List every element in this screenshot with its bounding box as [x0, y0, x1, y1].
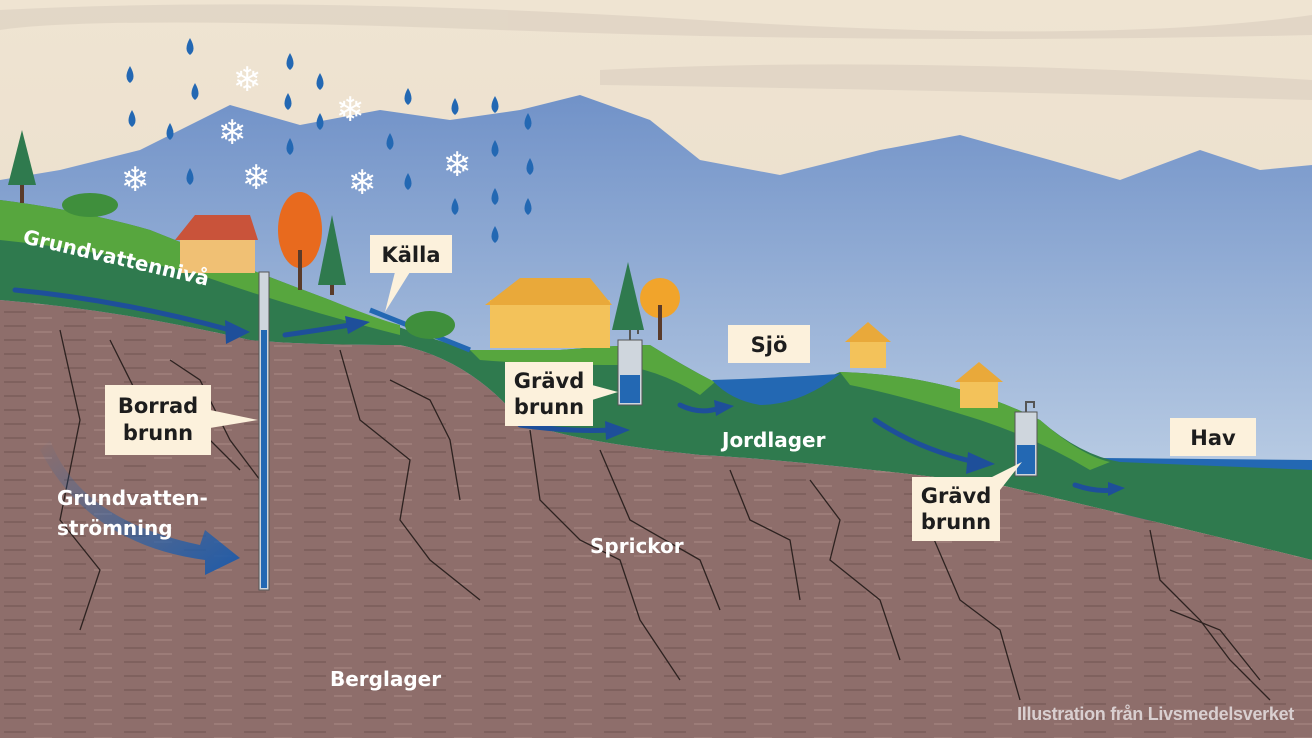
soil-layer: [0, 200, 1312, 560]
credit-text: Illustration från Livsmedelsverket: [1017, 704, 1294, 724]
label-gravd-1-text-2: brunn: [514, 395, 584, 419]
raindrop-icon: [404, 88, 412, 105]
dug-well-2: [1014, 401, 1038, 477]
snowflake-icon: ❄: [218, 113, 247, 153]
raindrop-icon: [386, 133, 394, 150]
bedrock: [0, 300, 1312, 738]
raindrop-icon: [186, 38, 194, 55]
label-borrad-brunn: Borrad brunn: [105, 385, 258, 455]
label-kalla: Källa: [370, 235, 452, 312]
label-berglager: Berglager: [330, 667, 441, 691]
grass-surface: [840, 372, 1110, 470]
label-hav: Hav: [1170, 418, 1256, 456]
label-gravd-brunn-1: Grävd brunn: [505, 362, 618, 426]
flow-arrows: [12, 287, 1115, 493]
label-borrad-text-2: brunn: [123, 421, 193, 445]
raindrop-icon: [166, 123, 174, 140]
lake: [712, 374, 840, 405]
raindrop-icon: [191, 83, 199, 100]
raindrop-icon: [316, 73, 324, 90]
precipitation: ❄ ❄ ❄ ❄ ❄ ❄ ❄: [121, 38, 534, 243]
raindrop-icon: [491, 188, 499, 205]
label-gravd-2-text-2: brunn: [921, 510, 991, 534]
drilled-well: [258, 271, 270, 591]
snowflake-icon: ❄: [233, 60, 262, 100]
raindrop-icon: [491, 226, 499, 243]
cracks: [59, 329, 1271, 701]
snowflake-icon: ❄: [348, 163, 377, 203]
raindrop-icon: [316, 113, 324, 130]
raindrop-icon: [286, 53, 294, 70]
snowflake-icon: ❄: [242, 158, 271, 198]
raindrop-icon: [451, 198, 459, 215]
label-sprickor: Sprickor: [590, 534, 684, 558]
raindrop-icon: [186, 168, 194, 185]
dug-well-1: [617, 327, 643, 406]
cloud-stripes: [0, 4, 1312, 100]
houses: [175, 215, 1003, 408]
label-grundvattenstromning-2: strömning: [57, 516, 173, 540]
label-jordlager: Jordlager: [720, 428, 826, 452]
snowflake-icon: ❄: [336, 90, 365, 130]
label-kalla-text: Källa: [381, 243, 440, 267]
label-grundvattenstromning-1: Grundvatten-: [57, 486, 208, 510]
raindrop-icon: [491, 140, 499, 157]
raindrop-icon: [286, 138, 294, 155]
label-gravd-brunn-2: Grävd brunn: [912, 462, 1022, 541]
raindrop-icon: [526, 158, 534, 175]
snowflake-icon: ❄: [443, 145, 472, 185]
raindrop-icon: [284, 93, 292, 110]
label-gravd-2-text-1: Grävd: [921, 484, 992, 508]
trees: [8, 130, 680, 340]
raindrop-icon: [451, 98, 459, 115]
raindrop-icon: [491, 96, 499, 113]
label-borrad-text-1: Borrad: [118, 394, 198, 418]
grass-surface: [470, 345, 715, 395]
raindrop-icon: [524, 198, 532, 215]
label-sjo: Sjö: [728, 325, 810, 363]
arrow-heads: [225, 316, 1125, 496]
raindrop-icon: [128, 110, 136, 127]
label-sjo-text: Sjö: [751, 333, 788, 357]
label-hav-text: Hav: [1190, 426, 1236, 450]
raindrop-icon: [404, 173, 412, 190]
groundwater-flow-arrow: [40, 440, 240, 575]
raindrop-icon: [524, 113, 532, 130]
label-gravd-1-text-1: Grävd: [514, 369, 585, 393]
snowflake-icon: ❄: [121, 160, 150, 200]
raindrop-icon: [126, 66, 134, 83]
